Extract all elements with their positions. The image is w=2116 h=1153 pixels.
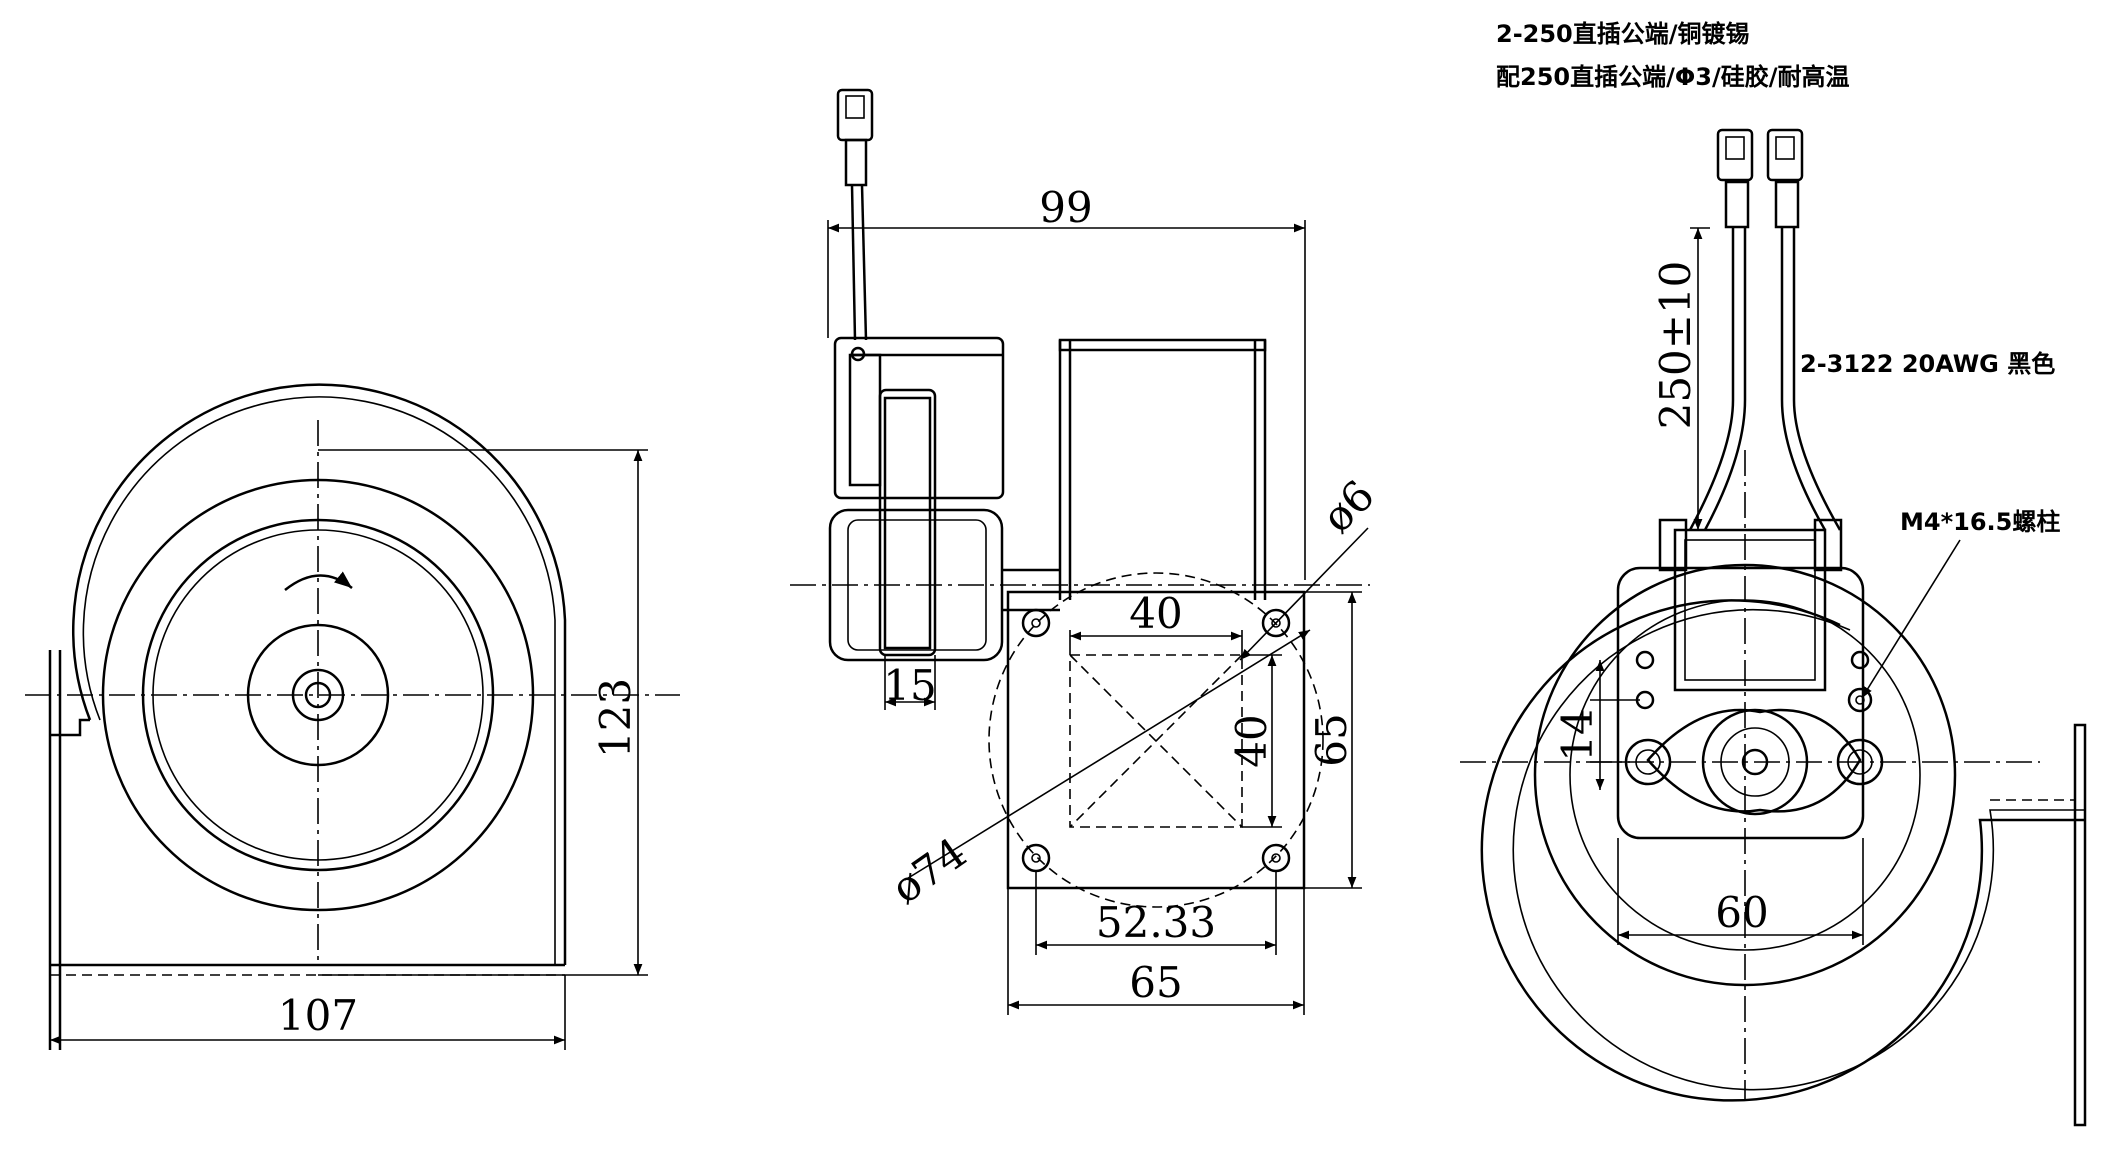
dim-plate-height: 65 — [1307, 713, 1356, 766]
note-wire: 2-3122 20AWG 黑色 — [1800, 350, 2055, 378]
dim-lead-length: 250±10 — [1651, 261, 1700, 430]
dim-left-height: 123 — [591, 678, 640, 758]
dim-plate-width: 65 — [1129, 958, 1182, 1007]
rotation-arrow-icon — [284, 571, 353, 591]
terminal-connectors — [1716, 128, 1804, 229]
rear-housing — [1480, 599, 2085, 1102]
left-view-blower: 123 107 — [25, 383, 680, 1050]
dim-circle: ø74 — [883, 828, 976, 913]
dim-mid-15: 15 — [883, 661, 936, 710]
motor-rotor — [878, 388, 937, 657]
dim-hole: ø6 — [1312, 471, 1383, 542]
inner-square — [1069, 654, 1243, 828]
outlet-flange — [2073, 723, 2087, 1127]
bearing-plate — [1646, 708, 1862, 813]
dim-hole-span: 52.33 — [1096, 898, 1216, 947]
dim-left-width: 107 — [278, 991, 358, 1040]
motor-bracket — [833, 336, 1005, 500]
terminal-connector — [836, 88, 874, 142]
screw-stud — [1847, 687, 1873, 713]
middle-view: 99 15 ø6 ø74 40 40 — [790, 88, 1384, 1015]
dim-mid-width: 99 — [1039, 183, 1092, 232]
note-screw: M4*16.5螺柱 — [1900, 508, 2060, 536]
mounting-plate — [1006, 590, 1306, 890]
mount-holes — [1021, 608, 1291, 873]
dim-square-top: 40 — [1129, 589, 1182, 638]
motor-coil — [1673, 528, 1827, 692]
right-view: 2-250直插公端/铜镀锡 配250直插公端/Φ3/硅胶/耐高温 2-3122 … — [1460, 20, 2087, 1127]
dim-right-14: 14 — [1553, 708, 1602, 761]
housing-scroll — [71, 383, 567, 965]
rear-impeller — [1533, 563, 1957, 987]
dim-right-60: 60 — [1715, 888, 1768, 937]
dim-square-right: 40 — [1227, 714, 1276, 767]
housing-scroll-inner — [82, 396, 556, 965]
bolt-circle — [988, 572, 1324, 908]
note-terminal-2: 配250直插公端/Φ3/硅胶/耐高温 — [1496, 63, 1850, 91]
note-terminal-1: 2-250直插公端/铜镀锡 — [1496, 20, 1750, 48]
